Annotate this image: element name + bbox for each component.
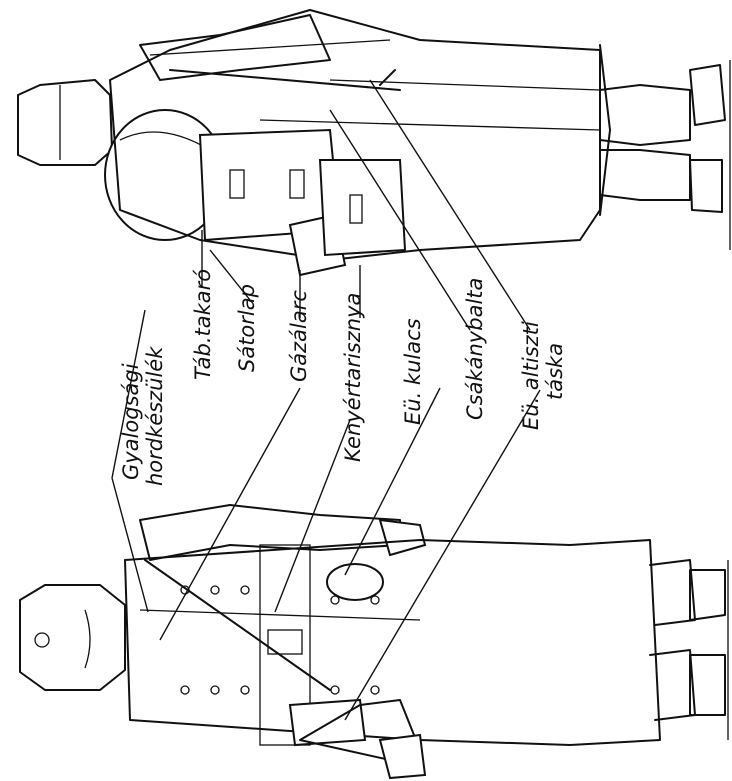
soldier-back-view <box>18 10 730 275</box>
label-tab-takaro: Táb.takaró <box>191 269 215 380</box>
label-kenyertarisznya: Kenyértarisznya <box>341 293 365 462</box>
labels: Gyalogsági hordkészülék Táb.takaró Sátor… <box>119 269 567 486</box>
label-csakanybalta: Csákánybalta <box>463 278 487 420</box>
pointer-gyalogsagi-lower <box>112 478 148 612</box>
label-eu-altiszti-2: táska <box>543 343 567 400</box>
coat-buttons <box>181 586 379 694</box>
soldier-front-view <box>20 505 728 778</box>
label-gyalogsagi-2: hordkészülék <box>143 346 167 486</box>
label-eu-kulacs: Eü. kulacs <box>401 318 425 425</box>
pointer-altiszti-lower <box>345 390 540 720</box>
label-satorlap: Sátorlap <box>235 284 259 372</box>
label-eu-altiszti-1: Eü. altiszti <box>519 321 543 430</box>
label-gyalogsagi-1: Gyalogsági <box>119 363 143 480</box>
label-gazalarc: Gázálarc <box>287 290 311 382</box>
